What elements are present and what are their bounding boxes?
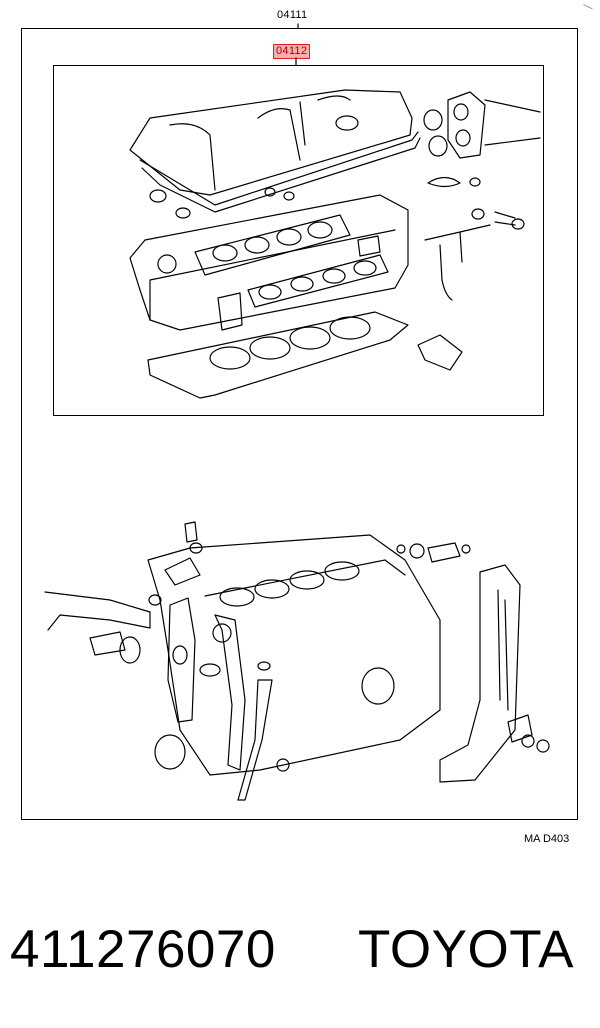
water-temp-sensor xyxy=(396,542,471,563)
breather-hose xyxy=(424,224,491,301)
oil-filter-union-gasket xyxy=(507,714,533,743)
subassembly-callout-label[interactable]: 04112 xyxy=(273,44,311,59)
cylinder-block xyxy=(147,534,441,776)
inlet-gasket xyxy=(148,594,162,606)
cylinder-head xyxy=(129,194,409,331)
timing-cover-gasket xyxy=(167,597,232,723)
cylinder-head-cover xyxy=(129,89,419,206)
brand-name: TOYOTA xyxy=(358,920,575,979)
part-number: 411276070 xyxy=(10,920,276,979)
water-pump-gasket xyxy=(164,557,201,586)
engine-overhaul-kit-frame xyxy=(21,28,578,820)
oil-pan-edge-gasket xyxy=(214,614,246,771)
assembly-callout-label[interactable]: 04111 xyxy=(277,9,308,21)
drawing-reference-code: MA D403 xyxy=(524,833,570,845)
head-gasket-kit-frame xyxy=(53,65,544,416)
exhaust-manifold xyxy=(439,564,521,783)
intake-manifold-gasket xyxy=(194,214,351,276)
cam-seal xyxy=(157,254,177,274)
cylinder-head-gasket xyxy=(147,311,409,399)
inlet-o-ring xyxy=(119,636,141,664)
intake-tube-seals xyxy=(423,91,541,159)
plug-washer xyxy=(536,739,550,753)
cover-gasket xyxy=(141,137,421,213)
cover-nuts xyxy=(149,187,295,219)
oil-pump-seal xyxy=(199,663,221,677)
oil-filler-cap xyxy=(335,115,359,131)
small-fitting-parts xyxy=(427,176,525,230)
drain-plug-gasket xyxy=(276,758,290,772)
exhaust-manifold-gasket xyxy=(247,254,389,308)
union-washer xyxy=(521,734,535,748)
crankshaft-front-seal xyxy=(154,734,186,770)
thermostat-gasket xyxy=(217,292,243,331)
water-outlet-gasket xyxy=(357,235,381,257)
oil-dipstick xyxy=(237,661,273,801)
water-inlet-pipe xyxy=(44,591,151,656)
small-flange-gasket xyxy=(417,334,463,371)
